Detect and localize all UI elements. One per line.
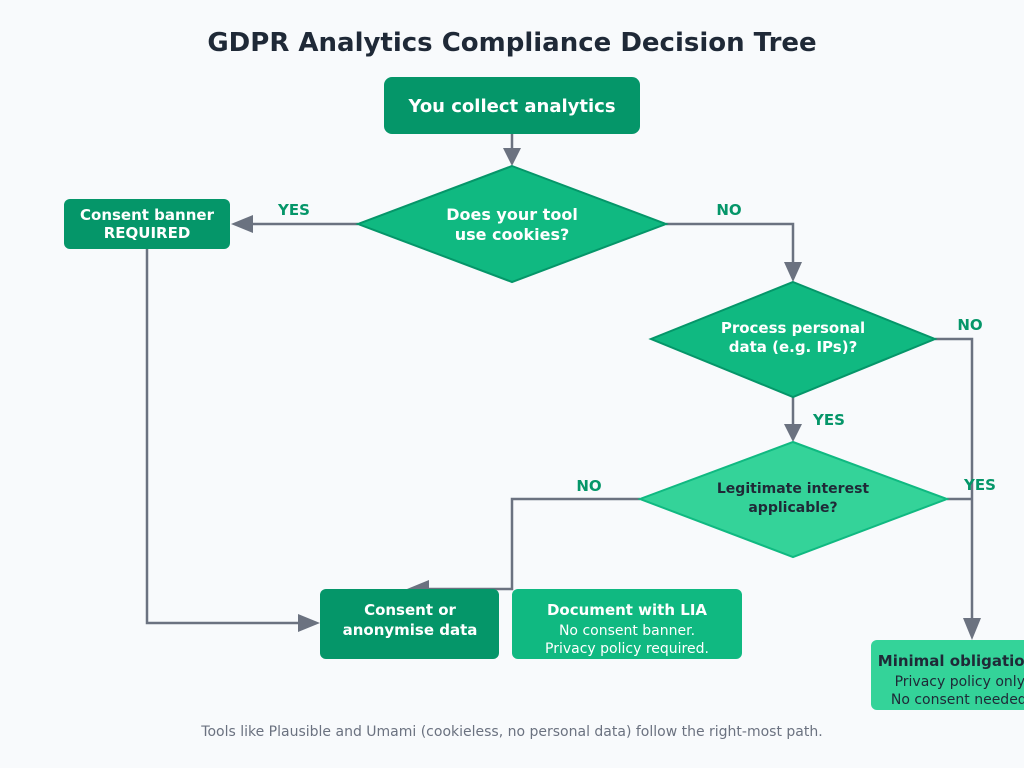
edge-label-personal-yes: YES xyxy=(812,411,845,429)
consent-or-anonymise-box xyxy=(320,589,499,659)
minimal-obligations-node: Minimal obligations Privacy policy only.… xyxy=(871,640,1024,710)
minimal-obligations-line1: Privacy policy only. xyxy=(895,674,1024,690)
edge-consent-to-anon xyxy=(145,249,302,625)
decision-personal-line1: Process personal xyxy=(721,319,865,337)
document-lia-node: Document with LIA No consent banner. Pri… xyxy=(512,589,742,659)
decision-cookies-line1: Does your tool xyxy=(446,205,578,224)
decision-legitimate-interest: Legitimate interest applicable? xyxy=(637,440,950,559)
start-node-label: You collect analytics xyxy=(407,96,615,117)
arrowhead-cookies-no xyxy=(784,262,802,282)
edge-label-cookies-no: NO xyxy=(716,201,741,219)
minimal-obligations-box xyxy=(871,640,1024,710)
decision-cookies-line2: use cookies? xyxy=(455,225,570,244)
consent-or-anonymise-node: Consent or anonymise data xyxy=(320,589,499,659)
decision-cookies: Does your tool use cookies? xyxy=(355,164,669,284)
decision-legit-line1: Legitimate interest xyxy=(717,481,870,497)
decision-legit-diamond xyxy=(637,440,950,559)
edge-labels: YES NO NO YES NO YES xyxy=(277,201,996,495)
diagram-title: GDPR Analytics Compliance Decision Tree xyxy=(207,28,816,58)
edge-label-legit-yes: YES xyxy=(963,476,996,494)
arrowhead-start-to-cookies xyxy=(503,148,521,166)
decision-legit-line2: applicable? xyxy=(748,500,837,516)
decision-personal-diamond xyxy=(648,280,938,399)
consent-required-node: Consent banner REQUIRED xyxy=(64,199,230,249)
start-node: You collect analytics xyxy=(384,77,640,134)
consent-required-box xyxy=(64,199,230,249)
consent-or-anonymise-line1: Consent or xyxy=(364,601,456,619)
consent-required-line2: REQUIRED xyxy=(104,224,191,242)
arrowhead-consent-to-anon xyxy=(298,614,320,632)
document-lia-box xyxy=(512,589,742,659)
arrowhead-personal-no xyxy=(963,618,981,640)
arrowhead-personal-yes xyxy=(784,424,802,442)
consent-required-line1: Consent banner xyxy=(80,206,215,224)
minimal-obligations-line2: No consent needed. xyxy=(891,692,1024,708)
arrowhead-cookies-yes xyxy=(231,215,253,233)
decision-personal-data: Process personal data (e.g. IPs)? xyxy=(648,280,938,399)
edge-label-personal-no: NO xyxy=(957,316,982,334)
edge-cookies-no xyxy=(666,222,795,266)
document-lia-title: Document with LIA xyxy=(547,601,707,619)
edge-label-cookies-yes: YES xyxy=(277,201,310,219)
start-node-box xyxy=(384,77,640,134)
decision-cookies-diamond xyxy=(355,164,669,284)
consent-or-anonymise-line2: anonymise data xyxy=(343,621,478,639)
document-lia-line1: No consent banner. xyxy=(559,623,695,639)
footer-note: Tools like Plausible and Umami (cookiele… xyxy=(200,724,822,740)
document-lia-line2: Privacy policy required. xyxy=(545,641,709,657)
edge-personal-no xyxy=(935,337,974,622)
edge-legit-no xyxy=(428,497,640,591)
edge-label-legit-no: NO xyxy=(576,477,601,495)
minimal-obligations-title: Minimal obligations xyxy=(878,652,1024,670)
decision-personal-line2: data (e.g. IPs)? xyxy=(729,338,858,356)
